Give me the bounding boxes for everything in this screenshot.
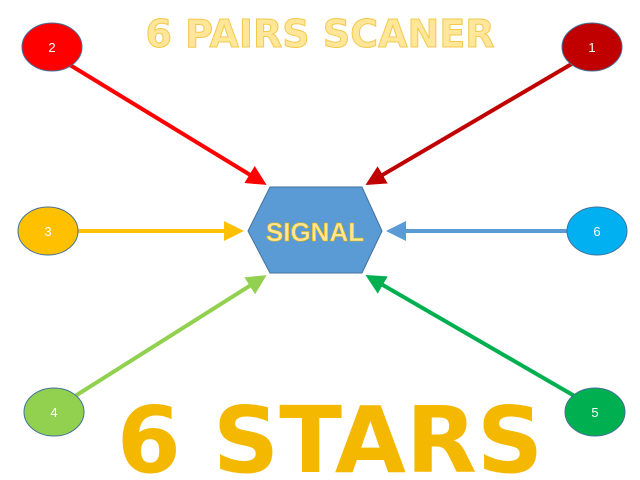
node-label: 2: [48, 40, 55, 55]
node-label: 6: [593, 224, 600, 239]
node-6: [566, 206, 628, 256]
arrow-5-to-signal: [365, 275, 580, 400]
node-2: [21, 22, 83, 72]
node-3: [17, 206, 79, 256]
node-label: 5: [591, 405, 598, 420]
arrow-1-to-signal: [365, 60, 577, 185]
node-label: 3: [44, 224, 51, 239]
signal-hexagon: [247, 186, 383, 274]
node-label: 1: [588, 40, 595, 55]
arrow-4-to-signal: [70, 275, 267, 400]
node-1: [561, 22, 623, 72]
node-4: [23, 387, 85, 437]
node-5: [564, 387, 626, 437]
footer-title: 6 STARS: [117, 387, 543, 480]
node-label: 4: [50, 405, 57, 420]
signal-label: SIGNAL: [266, 217, 364, 247]
arrow-2-to-signal: [68, 63, 267, 185]
diagram-title: 6 PAIRS SCANER: [145, 12, 494, 56]
